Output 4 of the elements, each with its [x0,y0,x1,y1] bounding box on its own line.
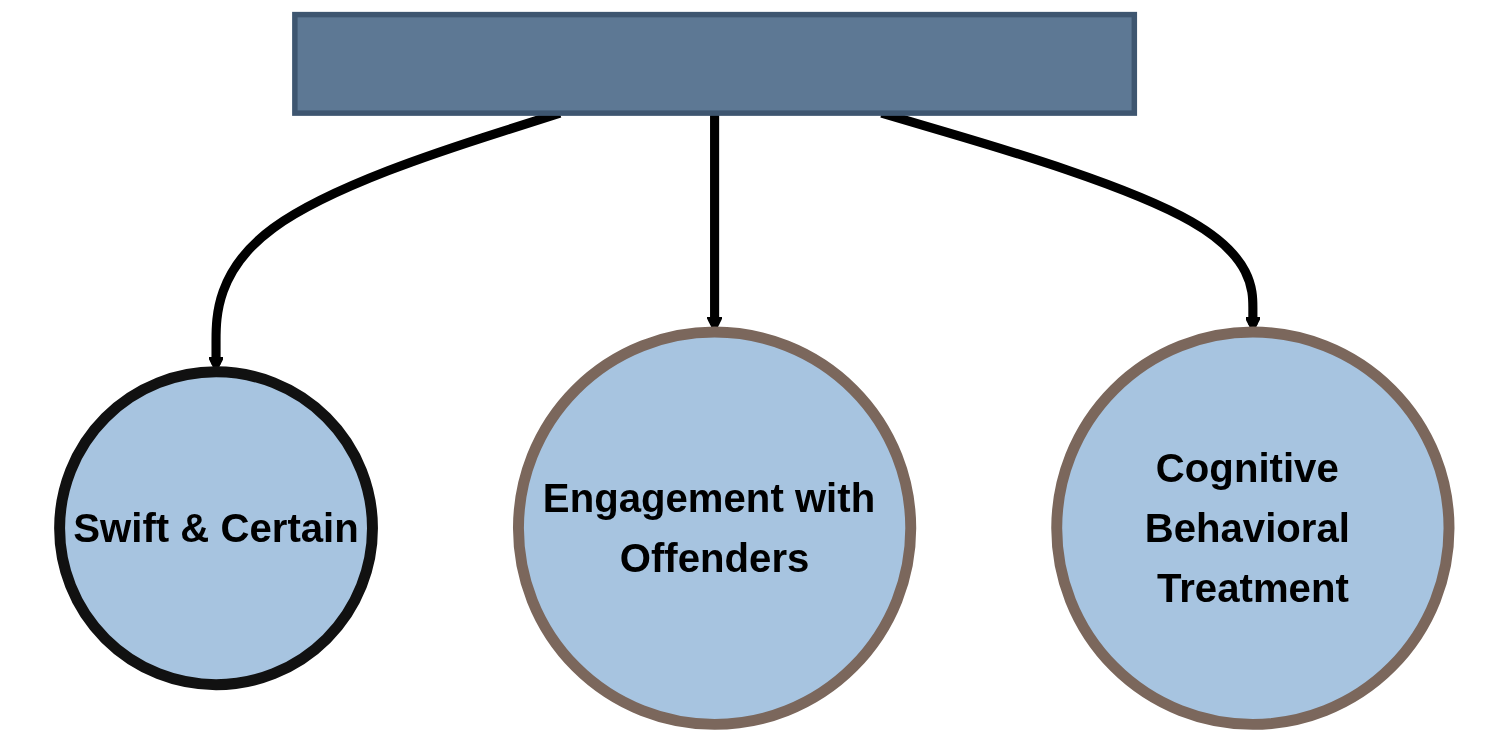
node-circle: Swift & Certain [54,366,379,691]
node-circle: Cognitive Behavioral Treatment [1051,326,1455,730]
node-bar [292,11,1138,116]
node-circle: Engagement with Offenders [513,326,917,730]
